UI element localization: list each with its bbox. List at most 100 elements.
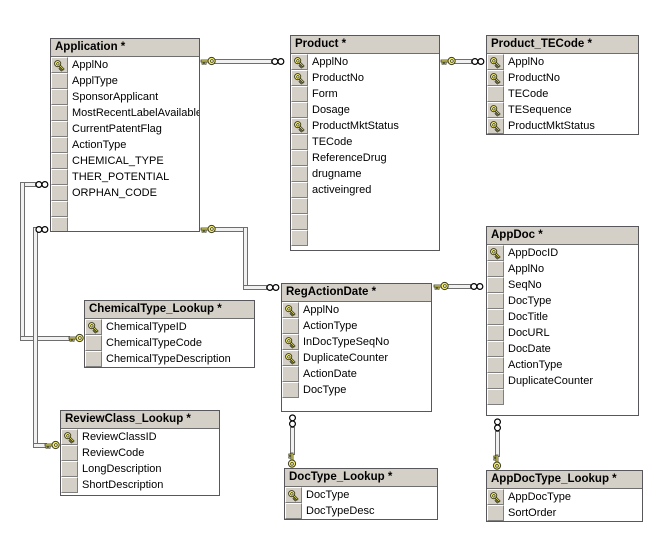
field-row[interactable]: DuplicateCounter — [282, 350, 431, 366]
field-row[interactable]: DocTitle — [487, 309, 638, 325]
field-row[interactable]: DocTypeDesc — [285, 503, 437, 519]
row-selector[interactable] — [487, 277, 504, 293]
row-selector[interactable] — [51, 201, 68, 217]
field-row[interactable]: drugname — [291, 166, 439, 182]
field-row[interactable]: DuplicateCounter — [487, 373, 638, 389]
field-row[interactable]: THER_POTENTIAL — [51, 169, 199, 185]
row-selector[interactable] — [487, 325, 504, 341]
row-selector[interactable] — [291, 102, 308, 118]
field-row[interactable]: ApplType — [51, 73, 199, 89]
row-selector[interactable] — [61, 445, 78, 461]
row-selector[interactable] — [51, 217, 68, 231]
row-selector[interactable] — [61, 477, 78, 493]
row-selector[interactable] — [51, 121, 68, 137]
field-row[interactable]: ApplNo — [51, 57, 199, 73]
row-selector[interactable] — [51, 89, 68, 105]
field-row[interactable]: LongDescription — [61, 461, 219, 477]
row-selector[interactable] — [282, 302, 299, 318]
row-selector[interactable] — [51, 169, 68, 185]
field-row[interactable]: SortOrder — [487, 505, 642, 521]
table-title-application[interactable]: Application * — [51, 39, 199, 57]
row-selector[interactable] — [487, 489, 504, 505]
field-row[interactable]: ReviewClassID — [61, 429, 219, 445]
row-selector[interactable] — [282, 334, 299, 350]
field-row[interactable]: activeingred — [291, 182, 439, 198]
field-row[interactable]: ChemicalTypeID — [85, 319, 254, 335]
field-row[interactable]: Dosage — [291, 102, 439, 118]
relationship-line-application-regactiondate[interactable] — [243, 227, 248, 289]
row-selector[interactable] — [487, 309, 504, 325]
field-row[interactable]: ShortDescription — [61, 477, 219, 493]
field-row[interactable]: DocType — [487, 293, 638, 309]
field-row[interactable]: DocType — [285, 487, 437, 503]
row-selector[interactable] — [282, 350, 299, 366]
field-row[interactable]: ActionType — [282, 318, 431, 334]
row-selector[interactable] — [487, 70, 504, 86]
field-row[interactable]: ReferenceDrug — [291, 150, 439, 166]
row-selector[interactable] — [291, 198, 308, 214]
row-selector[interactable] — [291, 182, 308, 198]
field-row[interactable]: MostRecentLabelAvailable — [51, 105, 199, 121]
row-selector[interactable] — [487, 54, 504, 70]
field-row[interactable]: ProductNo — [487, 70, 638, 86]
row-selector[interactable] — [85, 335, 102, 351]
field-row[interactable]: AppDocID — [487, 245, 638, 261]
row-selector[interactable] — [487, 118, 504, 134]
row-selector[interactable] — [291, 166, 308, 182]
row-selector[interactable] — [487, 505, 504, 521]
field-row[interactable]: CurrentPatentFlag — [51, 121, 199, 137]
row-selector[interactable] — [51, 57, 68, 73]
table-title-product[interactable]: Product * — [291, 36, 439, 54]
row-selector[interactable] — [291, 134, 308, 150]
row-selector[interactable] — [487, 86, 504, 102]
field-row[interactable]: ApplNo — [282, 302, 431, 318]
field-row[interactable]: SponsorApplicant — [51, 89, 199, 105]
field-row[interactable]: TECode — [487, 86, 638, 102]
field-row[interactable]: ORPHAN_CODE — [51, 185, 199, 201]
table-title-appdoctype-lookup[interactable]: AppDocType_Lookup * — [487, 471, 642, 489]
row-selector[interactable] — [487, 293, 504, 309]
row-selector[interactable] — [291, 214, 308, 230]
relationship-line-chemicaltypelookup-application[interactable] — [20, 336, 70, 341]
relationship-line-reviewclasslookup-application[interactable] — [33, 227, 38, 448]
field-row[interactable]: SeqNo — [487, 277, 638, 293]
row-selector[interactable] — [285, 503, 302, 519]
row-selector[interactable] — [51, 153, 68, 169]
field-row[interactable]: ChemicalTypeDescription — [85, 351, 254, 367]
row-selector[interactable] — [487, 373, 504, 389]
field-row[interactable]: ChemicalTypeCode — [85, 335, 254, 351]
table-title-chemicaltype-lookup[interactable]: ChemicalType_Lookup * — [85, 301, 254, 319]
row-selector[interactable] — [85, 319, 102, 335]
row-selector[interactable] — [291, 86, 308, 102]
field-row[interactable]: ApplNo — [291, 54, 439, 70]
field-row[interactable]: ActionType — [487, 357, 638, 373]
row-selector[interactable] — [487, 357, 504, 373]
table-title-appdoc[interactable]: AppDoc * — [487, 227, 638, 245]
field-row[interactable]: ProductMktStatus — [291, 118, 439, 134]
field-row[interactable]: DocType — [282, 382, 431, 398]
field-row[interactable]: ActionType — [51, 137, 199, 153]
field-row[interactable]: AppDocType — [487, 489, 642, 505]
field-row[interactable]: DocURL — [487, 325, 638, 341]
table-title-product-tecode[interactable]: Product_TECode * — [487, 36, 638, 54]
row-selector[interactable] — [51, 105, 68, 121]
field-row[interactable]: ProductNo — [291, 70, 439, 86]
row-selector[interactable] — [282, 382, 299, 398]
row-selector[interactable] — [51, 185, 68, 201]
table-title-doctype-lookup[interactable]: DocType_Lookup * — [285, 469, 437, 487]
field-row[interactable]: TECode — [291, 134, 439, 150]
field-row[interactable]: ReviewCode — [61, 445, 219, 461]
row-selector[interactable] — [285, 487, 302, 503]
row-selector[interactable] — [291, 230, 308, 246]
row-selector[interactable] — [61, 461, 78, 477]
row-selector[interactable] — [61, 429, 78, 445]
row-selector[interactable] — [487, 245, 504, 261]
relationship-line-application-product[interactable] — [214, 59, 272, 64]
